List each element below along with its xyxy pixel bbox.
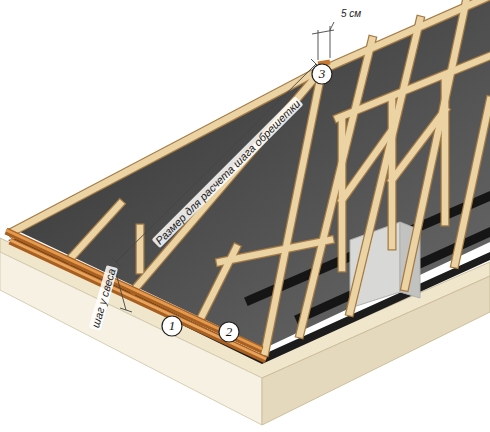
callout-circle: 1 xyxy=(161,315,183,337)
dimension-label: 5 см xyxy=(339,8,363,19)
dimension-note: Размер для расчета шага обрешетки xyxy=(152,96,304,248)
callout-circle: 3 xyxy=(311,63,333,85)
callout-number: 3 xyxy=(311,63,333,85)
callout-number: 1 xyxy=(161,315,183,337)
callout-number: 2 xyxy=(218,321,240,343)
callout-circle: 2 xyxy=(218,321,240,343)
dimension-note: шаг у свеса xyxy=(88,265,118,331)
